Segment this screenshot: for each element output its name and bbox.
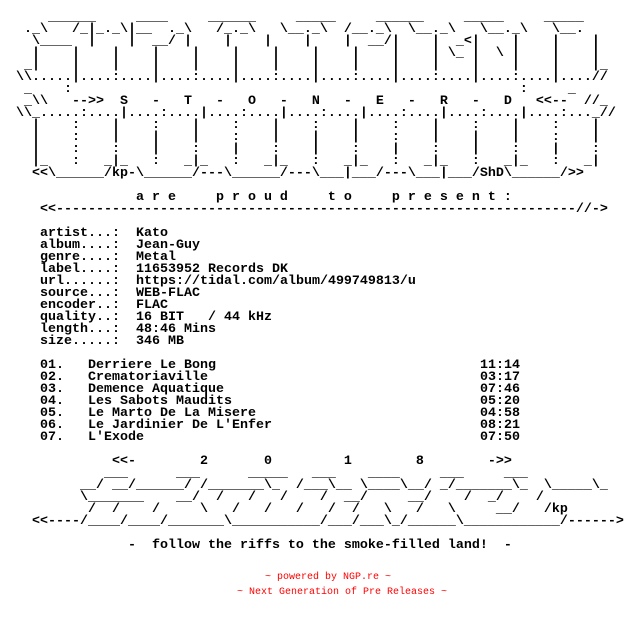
- footer-art: ___ ___ _____ ___ ____ ___ ___ __/ __/__…: [0, 466, 624, 529]
- info-row: length...: 48:46 Mins: [0, 322, 624, 337]
- powered-by-credit: ~ powered by NGP.re ~: [265, 572, 392, 583]
- info-row: label....: 11653952 Records DK: [0, 262, 624, 277]
- info-value: https://tidal.com/album/499749813/u: [135, 274, 416, 289]
- track-number: 04.: [40, 394, 64, 409]
- art-line: \\.....|....:....|....:....|....:....|..…: [0, 70, 608, 85]
- art-line: __/ __/______/ /_______\_ /___\__ \____\…: [0, 478, 624, 493]
- track-row: 05. Le Marto De La Misere 04:58: [0, 406, 624, 421]
- info-label: genre....:: [40, 250, 120, 265]
- track-number: 01.: [40, 358, 64, 373]
- info-value: 48:46 Mins: [135, 322, 216, 337]
- track-row: 06. Le Jardinier De L'Enfer 08:21: [0, 418, 624, 433]
- track-title: Demence Aquatique: [88, 382, 224, 397]
- info-row: genre....: Metal: [0, 250, 624, 265]
- info-row: artist...: Kato: [0, 226, 624, 241]
- art-line: | | | | | | | | | | | \_ | \ | | |: [0, 46, 600, 61]
- track-row: 01. Derriere Le Bong 11:14: [0, 358, 624, 373]
- track-time: 07:46: [480, 382, 520, 397]
- track-time: 07:50: [480, 430, 520, 445]
- art-line: <<\______/kp-\______/---\______/---\___|…: [0, 166, 584, 181]
- info-label: length...:: [40, 322, 120, 337]
- intro-text: a r e p r o u d t o p r e s e n t :: [0, 190, 512, 205]
- art-line: | : : | : | : | : | : | : | :: [0, 142, 600, 157]
- info-row: source...: WEB-FLAC: [0, 286, 624, 301]
- track-number: 05.: [40, 406, 64, 421]
- art-line: \\_.....:....|....:....|....:....|....:.…: [0, 106, 616, 121]
- track-time: 11:14: [480, 358, 520, 373]
- track-number: 03.: [40, 382, 64, 397]
- info-value: FLAC: [135, 298, 168, 313]
- art-line: <<----/____/____/_______\___________/___…: [0, 514, 624, 529]
- info-value: Kato: [135, 226, 168, 241]
- art-line: |_ : _|_ : _|_ : _|_ : _|_ : _|_ : _|_ :…: [0, 154, 600, 169]
- info-label: encoder..:: [40, 298, 120, 313]
- art-line: | : | : | : | : | : | : | : |: [0, 118, 600, 133]
- track-number: 07.: [40, 430, 64, 445]
- track-time: 03:17: [480, 370, 520, 385]
- track-number: 06.: [40, 418, 64, 433]
- art-line: _ : : _: [0, 82, 576, 97]
- info-row: size.....: 346 MB: [0, 334, 624, 349]
- track-row: 04. Les Sabots Maudits 05:20: [0, 394, 624, 409]
- info-label: source...:: [40, 286, 120, 301]
- intro-divider: <<--------------------------------------…: [0, 202, 608, 217]
- track-number: 02.: [40, 370, 64, 385]
- info-value: 16 BIT / 44 kHz: [135, 310, 272, 325]
- art-line: \_______ __/ / / / / __/ __/ / _/ /: [0, 490, 544, 505]
- info-row: quality..: 16 BIT / 44 kHz: [0, 310, 624, 325]
- track-time: 05:20: [480, 394, 520, 409]
- info-label: size.....:: [40, 334, 120, 349]
- info-row: encoder..: FLAC: [0, 298, 624, 313]
- art-line: _| | | | | | | | | | | | | | |_: [0, 58, 608, 73]
- info-label: url......:: [40, 274, 120, 289]
- ngp-credit: ~ Next Generation of Pre Releases ~: [237, 587, 448, 598]
- art-line: ._\ /_|_._\|__ ._\ /_._\ \__._\ /__._\ \…: [0, 22, 584, 37]
- info-value: 11653952 Records DK: [135, 262, 288, 277]
- track-row: 03. Demence Aquatique 07:46: [0, 382, 624, 397]
- track-title: Le Jardinier De L'Enfer: [88, 418, 272, 433]
- release-info: artist...: Kato album....: Jean-Guy genr…: [0, 226, 624, 349]
- info-value: Metal: [135, 250, 176, 265]
- tracklist: 01. Derriere Le Bong 11:14 02. Crematoria…: [0, 358, 624, 445]
- year-line: <<- 2 0 1 8 ->>: [0, 454, 512, 469]
- info-value: WEB-FLAC: [135, 286, 200, 301]
- info-label: quality..:: [40, 310, 120, 325]
- info-value: Jean-Guy: [135, 238, 200, 253]
- info-label: label....:: [40, 262, 120, 277]
- art-line: \____ | | __/ | | | | | __/| | _<| | | |: [0, 34, 600, 49]
- track-title: Derriere Le Bong: [88, 358, 216, 373]
- info-value: 346 MB: [135, 334, 184, 349]
- track-title: Les Sabots Maudits: [88, 394, 232, 409]
- art-line: | : | | | : | | | : | | | : |: [0, 130, 600, 145]
- info-label: artist...:: [40, 226, 120, 241]
- track-row: 02. Crematoriaville 03:17: [0, 370, 624, 385]
- track-title: L'Exode: [88, 430, 144, 445]
- track-time: 04:58: [480, 406, 520, 421]
- track-row: 07. L'Exode 07:50: [0, 430, 624, 445]
- track-time: 08:21: [480, 418, 520, 433]
- nfo-text: ______ ____ ______ _____ ______ _____ __…: [0, 10, 624, 553]
- info-row: url......: https://tidal.com/album/49974…: [0, 274, 624, 289]
- art-line-group-name: _\\ -->> S - T - O - N - E - R - D <<-- …: [0, 94, 608, 109]
- header-art: ______ ____ ______ _____ ______ _____ __…: [0, 10, 624, 181]
- art-line: ______ ____ ______ _____ ______ _____ __…: [0, 10, 584, 25]
- tagline: - follow the riffs to the smoke-filled l…: [0, 538, 512, 553]
- art-line: ___ ___ _____ ___ ____ ___ ___: [0, 466, 528, 481]
- art-line: / / / \ / / / / / \ / \ __/ /kp: [0, 502, 568, 517]
- info-label: album....:: [40, 238, 120, 253]
- track-title: Le Marto De La Misere: [88, 406, 256, 421]
- track-title: Crematoriaville: [88, 370, 208, 385]
- info-row: album....: Jean-Guy: [0, 238, 624, 253]
